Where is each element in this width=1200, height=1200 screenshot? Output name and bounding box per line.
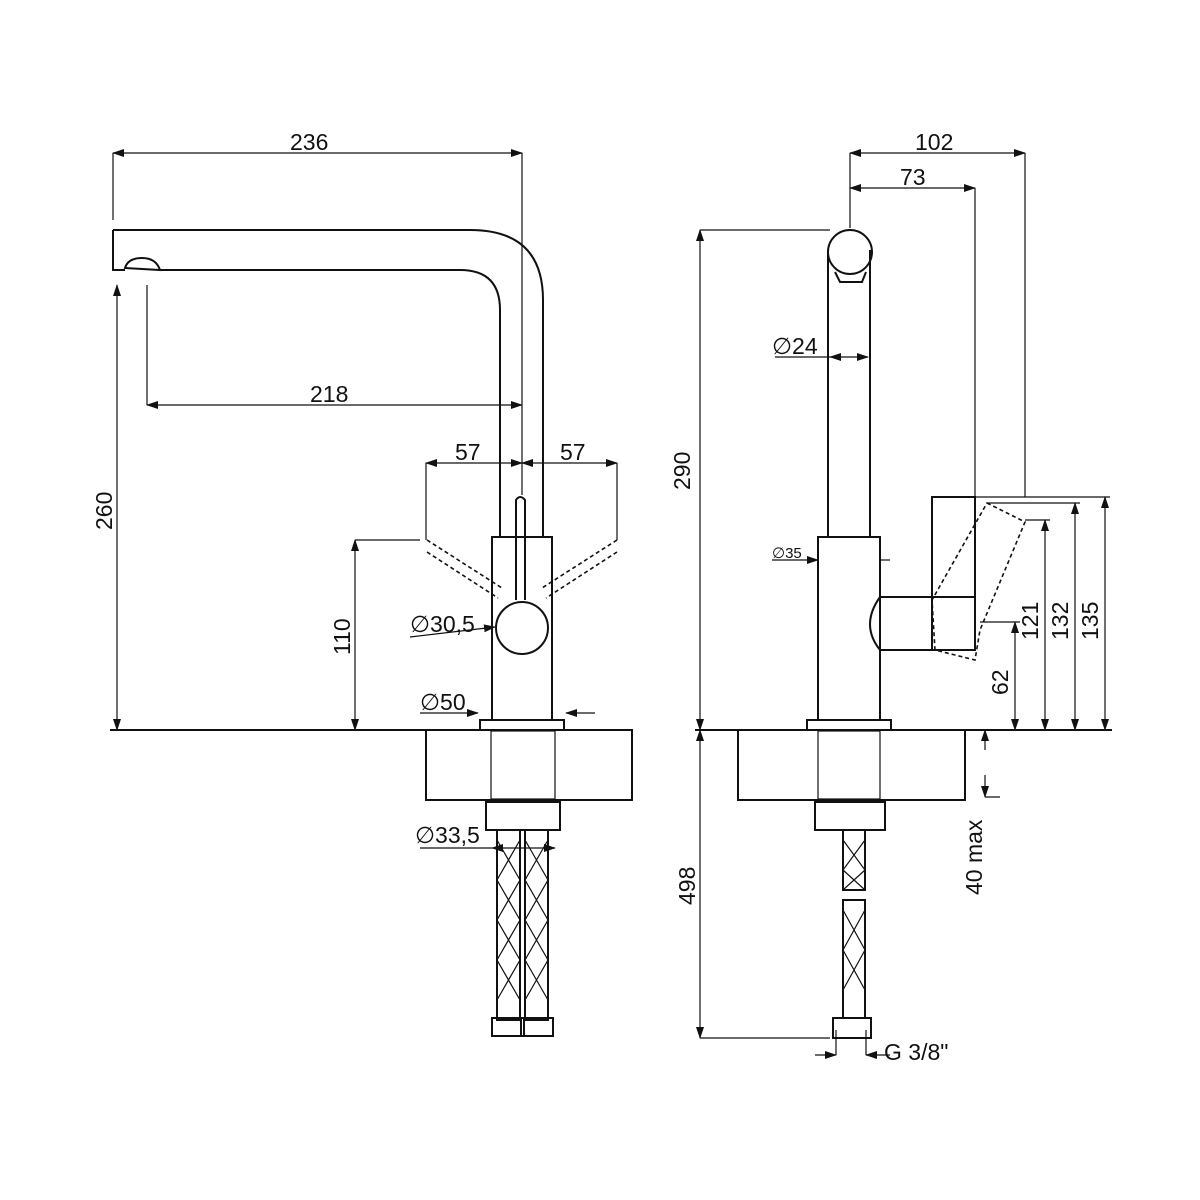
- spout-top: [827, 229, 873, 275]
- dim-218: 218: [310, 381, 348, 407]
- dim-57-right: 57: [560, 439, 586, 465]
- dim-knob-diameter: ∅30,5: [410, 611, 475, 637]
- dim-498: 498: [674, 867, 700, 905]
- handle-lever: [515, 496, 526, 600]
- aerator-side: [834, 271, 867, 283]
- dim-40-max: 40 max: [961, 819, 987, 895]
- hoses: [491, 829, 554, 1037]
- countertop-section-side: [737, 729, 966, 801]
- mounting-nut-side: [814, 801, 886, 831]
- dim-260: 260: [91, 492, 117, 530]
- handle-swing-dashed: [426, 539, 618, 599]
- mounting-nut: [485, 801, 561, 831]
- dim-236: 236: [290, 129, 328, 155]
- base-flange: [479, 719, 565, 731]
- spout-inner: [112, 230, 501, 537]
- front-view: 236 218 57 57 260 110 ∅30,5 ∅50 ∅33,5: [91, 129, 633, 1037]
- dim-hole-diameter: ∅33,5: [415, 822, 480, 848]
- countertop-section: [425, 729, 633, 801]
- dim-110: 110: [329, 618, 355, 655]
- hose-side: [832, 829, 872, 1039]
- aerator: [123, 256, 162, 272]
- handle-knob: [495, 601, 549, 655]
- body: [491, 536, 553, 721]
- base-flange-side: [806, 719, 892, 731]
- dim-thread: G 3/8": [884, 1039, 948, 1065]
- handle-side: [931, 496, 976, 651]
- dim-121: 121: [1017, 602, 1043, 640]
- dim-57-left: 57: [455, 439, 481, 465]
- handle-tilted-dashed: [931, 501, 1027, 661]
- dim-290: 290: [669, 452, 695, 490]
- dim-102: 102: [915, 129, 953, 155]
- dim-base-diameter: ∅50: [420, 689, 466, 715]
- side-view: 102 73 290 498 ∅24 ∅35 62 121 132 135 40…: [669, 129, 1112, 1065]
- dim-spout-diameter: ∅24: [772, 333, 818, 359]
- spout-tube: [827, 250, 871, 537]
- dim-body-diameter: ∅35: [772, 545, 802, 562]
- dim-62: 62: [987, 669, 1013, 695]
- dim-73: 73: [900, 164, 926, 190]
- handle-connector: [869, 596, 933, 651]
- dim-135: 135: [1077, 602, 1103, 640]
- spout-outer: [113, 229, 544, 537]
- dim-132: 132: [1047, 602, 1073, 640]
